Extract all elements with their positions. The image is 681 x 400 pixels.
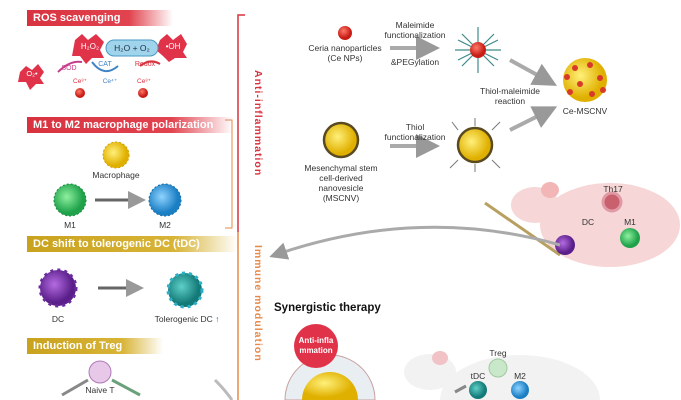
- anti-inflammation-bracket: [237, 14, 245, 232]
- macrophage-label: Macrophage: [92, 170, 140, 180]
- maleimide-label: Maleimide functionalization: [384, 20, 446, 40]
- macrophage-cell: [102, 141, 130, 169]
- m2-label: M2: [159, 220, 171, 230]
- thiol-maleimide-label: Thiol-maleimide reaction: [480, 86, 540, 106]
- m1-cell: [53, 183, 87, 217]
- mscnv: [322, 121, 360, 159]
- tdc-label: tDC: [470, 371, 486, 381]
- ce3-left-label: Ce³⁺: [73, 78, 87, 85]
- ros-scheme: [18, 34, 187, 98]
- cat-label: CAT: [98, 61, 112, 68]
- anti-inflammation-side-label: Anti-inflammation: [252, 70, 264, 177]
- h2o-o2-label: H₂O + O₂: [114, 43, 150, 53]
- return-arrow: [269, 225, 561, 260]
- ce-np-label: Ceria nanoparticles (Ce NPs): [295, 43, 395, 63]
- th17-label: Th17: [603, 184, 623, 194]
- ce-mscnv-label: Ce-MSCNV: [562, 106, 608, 116]
- treg-label: Treg: [489, 348, 507, 358]
- pegylation-label: &PEGylation: [390, 57, 440, 67]
- anti-inflammation-badge: [294, 324, 338, 368]
- disease-mouse: [484, 182, 680, 267]
- immune-modulation-side-label: Immune modulation: [252, 245, 264, 362]
- dc-label: DC: [51, 314, 65, 324]
- synergistic-therapy-title: Synergistic therapy: [274, 302, 381, 314]
- thiol-label: Thiol functionalization: [384, 122, 446, 142]
- naive-t-cell: [88, 360, 112, 384]
- oh-radical-label: •OH: [165, 42, 181, 51]
- superoxide-label: O₂•: [26, 69, 38, 78]
- naive-t-label: Naive T: [85, 385, 115, 395]
- dc-shift-header: DC shift to tolerogenic DC (tDC): [27, 236, 238, 252]
- therapy-m2-label: M2: [514, 371, 526, 381]
- ros-scavenging-header: ROS scavenging: [27, 10, 173, 26]
- tdc-cell: [166, 271, 204, 309]
- m1-label: M1: [64, 220, 76, 230]
- h2o2-label: H₂O₂: [80, 42, 100, 51]
- healthy-mouse: [404, 351, 600, 400]
- dc-cell: [38, 268, 78, 308]
- anti-inflammation-badge-label: Anti-infla mmation: [298, 336, 334, 355]
- macrophage-polarization-header: M1 to M2 macrophage polarization: [27, 117, 233, 133]
- mscnv-label: Mesenchymal stem cell-derived nanovesicl…: [304, 163, 378, 203]
- ce4-label: Ce⁴⁺: [102, 78, 118, 85]
- thiol-mscnv: [449, 118, 501, 172]
- mouse-m1-label: M1: [624, 217, 636, 227]
- tolerogenic-dc-label: Tolerogenic DC ↑: [152, 314, 222, 324]
- therapy-ce-mscnv: [302, 372, 358, 400]
- ce-np-text: Ceria nanoparticles (Ce NPs): [308, 43, 382, 63]
- up-arrow-icon: ↑: [215, 314, 220, 324]
- sod-label: SOD: [61, 65, 77, 72]
- ce3-right-label: Ce³⁺: [137, 78, 151, 85]
- redox-label: Redox: [134, 61, 156, 68]
- m2-cell: [148, 183, 182, 217]
- ce-np: [338, 26, 352, 40]
- mouse-dc-label: DC: [581, 217, 595, 227]
- treg-induction-header: Induction of Treg: [27, 338, 163, 354]
- tolerogenic-dc-text: Tolerogenic DC: [154, 314, 213, 324]
